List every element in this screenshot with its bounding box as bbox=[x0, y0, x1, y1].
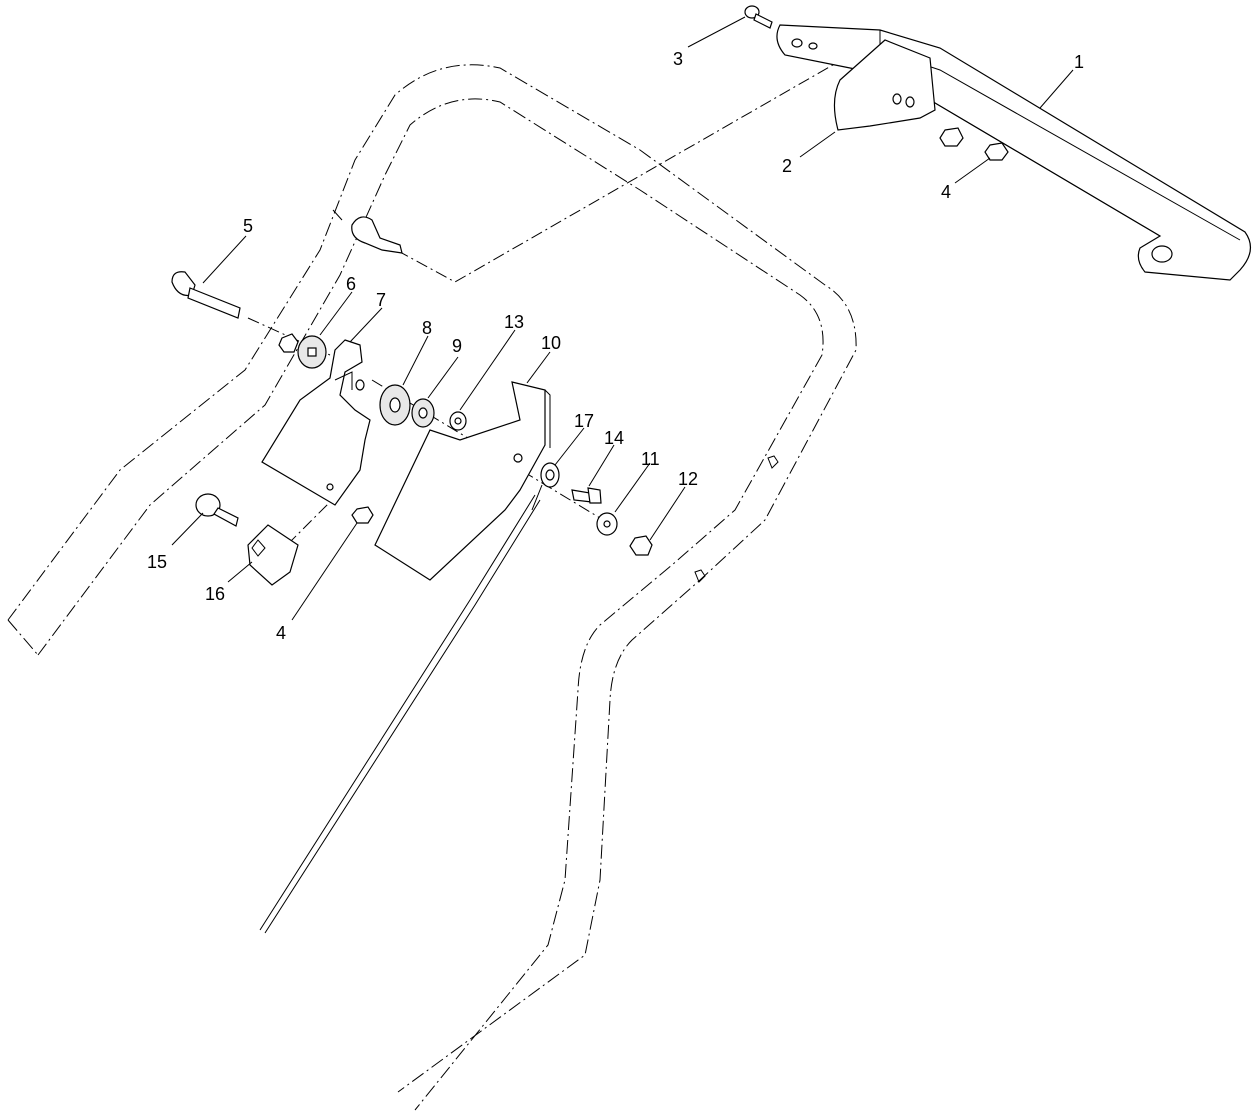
callout-14: 14 bbox=[604, 428, 624, 448]
part-12-nut bbox=[629, 535, 653, 556]
part-15-pin bbox=[195, 493, 239, 527]
frame-fasteners bbox=[694, 455, 779, 583]
callout-9: 9 bbox=[452, 336, 462, 356]
part-9-washer bbox=[411, 398, 435, 428]
callout-4-lower: 4 bbox=[276, 623, 286, 643]
leader-lines bbox=[171, 16, 1074, 621]
callout-3: 3 bbox=[673, 49, 683, 69]
frame-nut bbox=[278, 333, 299, 353]
callout-5: 5 bbox=[243, 216, 253, 236]
callout-6: 6 bbox=[346, 274, 356, 294]
part-16-knob bbox=[247, 524, 299, 586]
callout-12: 12 bbox=[678, 469, 698, 489]
part-10-plate bbox=[374, 381, 551, 581]
control-cable bbox=[259, 494, 541, 934]
part-8-gear bbox=[379, 384, 411, 426]
pivot-bolt bbox=[332, 209, 403, 254]
part-7-plate bbox=[261, 339, 371, 506]
callout-11: 11 bbox=[641, 449, 660, 469]
callout-15: 15 bbox=[147, 552, 167, 572]
part-13-bushing bbox=[449, 411, 467, 431]
callout-16: 16 bbox=[205, 584, 225, 604]
part-11-washer bbox=[596, 512, 618, 536]
callout-17: 17 bbox=[574, 411, 594, 431]
part-2-bracket bbox=[833, 39, 936, 131]
part-4-nut-upper bbox=[939, 127, 1009, 161]
callout-8: 8 bbox=[422, 318, 432, 338]
callout-1: 1 bbox=[1074, 52, 1084, 72]
part-5-carriage-bolt bbox=[171, 271, 241, 319]
part-3-bolt bbox=[744, 5, 773, 29]
callout-2: 2 bbox=[782, 156, 792, 176]
part-17-rod-end bbox=[531, 462, 560, 511]
callout-labels: 1 2 3 4 4 5 6 7 8 9 10 11 12 13 14 15 16… bbox=[147, 49, 1084, 643]
part-4-nut-lower bbox=[351, 506, 374, 524]
part-6-spacer bbox=[297, 335, 327, 369]
part-1-crossbar bbox=[776, 24, 1251, 281]
callout-7: 7 bbox=[376, 290, 386, 310]
handle-frame-outline bbox=[7, 64, 857, 1111]
callout-4-upper: 4 bbox=[941, 182, 951, 202]
part-14-bolt bbox=[571, 487, 602, 504]
callout-13: 13 bbox=[504, 312, 524, 332]
callout-10: 10 bbox=[541, 333, 561, 353]
